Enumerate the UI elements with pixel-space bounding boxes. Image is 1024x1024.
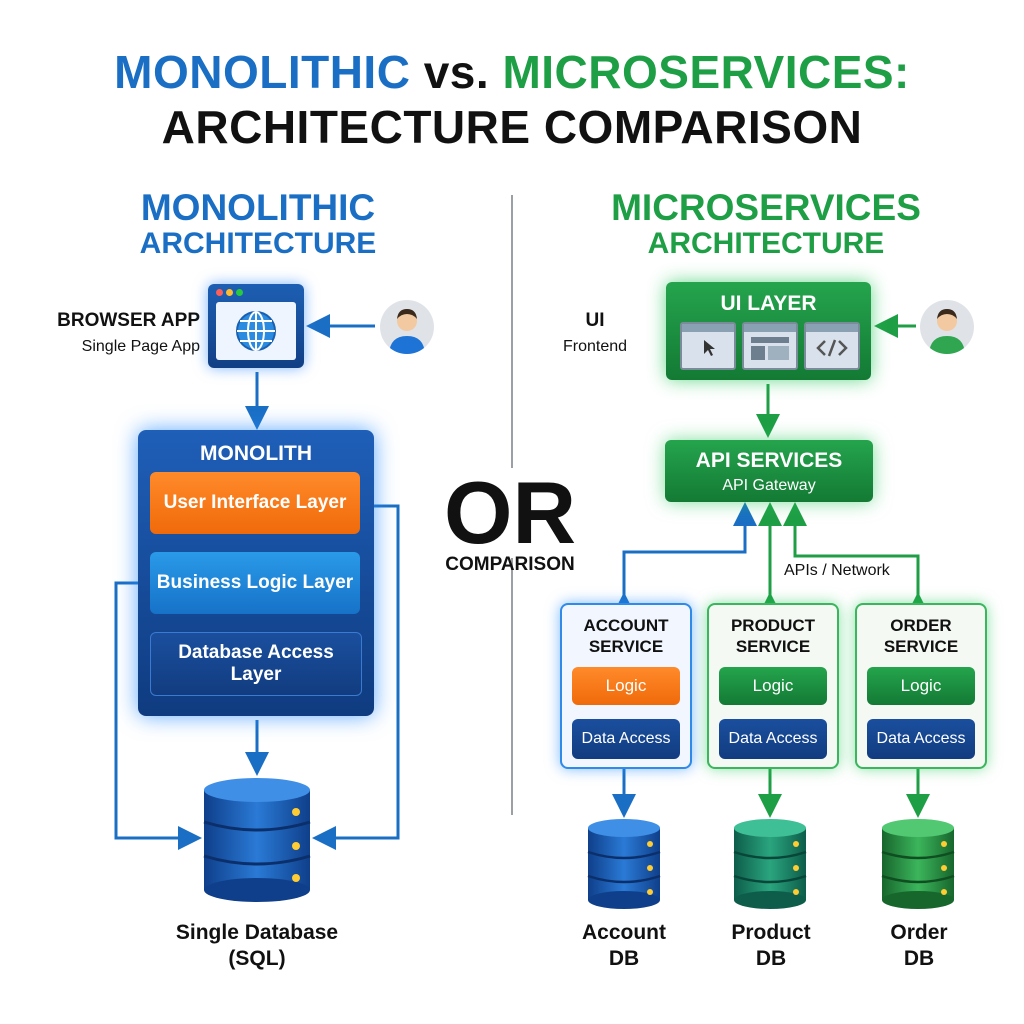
main-title-line2: ARCHITECTURE COMPARISON — [161, 101, 863, 153]
main-title-line1: MONOLITHIC vs. MICROSERVICES: — [0, 45, 1024, 99]
monolithic-heading-line1: MONOLITHIC — [140, 187, 376, 228]
order-service-name: ORDER — [890, 616, 952, 635]
order-db-label-line2: DB — [903, 947, 935, 970]
database-icon — [203, 778, 311, 902]
account-database-icon — [587, 819, 661, 909]
account-db-label-line2: DB — [608, 947, 640, 970]
title-vs: vs. — [423, 46, 490, 98]
code-icon — [816, 339, 848, 357]
product-service-name: PRODUCT — [730, 616, 816, 635]
single-database-label: Single Database (SQL) — [140, 920, 374, 972]
order-db-label-line1: Order — [890, 921, 948, 944]
database-access-layer: Database Access Layer — [150, 632, 362, 696]
microservices-heading-line2: ARCHITECTURE — [647, 227, 885, 260]
product-db-label-line1: Product — [731, 921, 811, 944]
account-db-label-line1: Account — [582, 921, 666, 944]
ui-layer-title: UI LAYER — [720, 292, 817, 315]
order-data-access: Data Access — [867, 719, 975, 759]
product-data-access: Data Access — [719, 719, 827, 759]
product-logic: Logic — [719, 667, 827, 705]
ui-window-code — [804, 322, 860, 370]
browser-app-label: BROWSER APP Single Page App — [30, 310, 200, 356]
monolith-title: MONOLITH — [200, 442, 312, 465]
account-service-title: ACCOUNT SERVICE — [562, 615, 690, 657]
product-db-label: Product DB — [707, 920, 835, 972]
globe-icon — [236, 311, 276, 351]
account-db-label: Account DB — [560, 920, 688, 972]
user-interface-layer: User Interface Layer — [150, 472, 360, 534]
account-service-word: SERVICE — [588, 637, 664, 656]
monolithic-heading: MONOLITHIC ARCHITECTURE — [60, 187, 456, 262]
ui-frontend-label: UI Frontend — [540, 310, 650, 356]
browser-window — [208, 284, 304, 368]
order-logic: Logic — [867, 667, 975, 705]
microservices-heading-line1: MICROSERVICES — [611, 187, 921, 228]
title-microservices: MICROSERVICES: — [502, 46, 910, 98]
product-service-title: PRODUCT SERVICE — [709, 615, 837, 657]
product-db-label-line2: DB — [755, 947, 787, 970]
ui-window-layout — [742, 322, 798, 370]
browser-app-title: BROWSER APP — [57, 310, 200, 331]
account-service-name: ACCOUNT — [583, 616, 669, 635]
user-avatar-icon — [380, 300, 434, 354]
microservices-heading: MICROSERVICES ARCHITECTURE — [566, 187, 966, 262]
or-text: OR — [430, 468, 590, 558]
account-logic: Logic — [572, 667, 680, 705]
product-service-word: SERVICE — [735, 637, 811, 656]
single-database-label-line2: (SQL) — [228, 947, 286, 970]
frontend-label: Frontend — [562, 338, 628, 355]
order-service-title: ORDER SERVICE — [857, 615, 985, 657]
user-avatar-icon-right — [920, 300, 974, 354]
order-service-word: SERVICE — [883, 637, 959, 656]
product-service-box: PRODUCT SERVICE Logic Data Access — [707, 603, 839, 769]
comparison-text: COMPARISON — [445, 554, 575, 575]
order-database-icon — [881, 819, 955, 909]
order-db-label: Order DB — [855, 920, 983, 972]
monolithic-heading-line2: ARCHITECTURE — [139, 227, 377, 260]
ui-window-cursor — [680, 322, 736, 370]
cursor-icon — [704, 340, 715, 356]
browser-app-subtitle: Single Page App — [81, 338, 200, 355]
order-service-box: ORDER SERVICE Logic Data Access — [855, 603, 987, 769]
browser-titlebar — [208, 284, 304, 300]
monolith-box: MONOLITH User Interface Layer Business L… — [138, 430, 374, 716]
product-database-icon — [733, 819, 807, 909]
ui-layer-box: UI LAYER — [666, 282, 871, 380]
browser-screen — [216, 302, 296, 360]
title-monolithic: MONOLITHIC — [114, 46, 411, 98]
api-services-box: API SERVICES API Gateway — [665, 440, 873, 502]
api-services-title: API SERVICES — [695, 449, 843, 472]
account-data-access: Data Access — [572, 719, 680, 759]
api-gateway-label: API Gateway — [722, 477, 816, 494]
single-database-label-line1: Single Database — [175, 921, 339, 944]
business-logic-layer: Business Logic Layer — [150, 552, 360, 614]
ui-label: UI — [585, 310, 605, 331]
account-service-box: ACCOUNT SERVICE Logic Data Access — [560, 603, 692, 769]
apis-network-label: APIs / Network — [784, 562, 890, 579]
layout-icon — [751, 337, 789, 360]
